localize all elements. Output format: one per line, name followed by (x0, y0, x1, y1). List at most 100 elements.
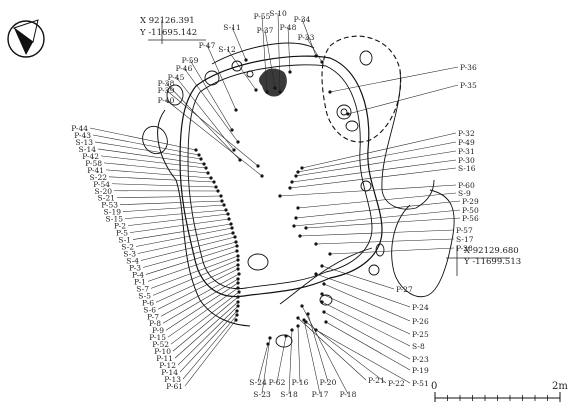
leader-line (231, 26, 247, 61)
label-p-41: P-41 (87, 166, 104, 175)
label-p-58: P-58 (85, 159, 102, 168)
label-p-11: P-11 (156, 354, 173, 363)
label-p-33: P-33 (298, 33, 315, 42)
leader-line (325, 321, 411, 371)
leader-line (179, 310, 238, 373)
leader-line (152, 259, 239, 296)
leader-line (301, 305, 349, 395)
label-s-1: S-1 (118, 236, 131, 245)
leader-line (295, 150, 457, 177)
leader-line (264, 29, 276, 89)
leader-line (315, 273, 411, 308)
leader-line (124, 209, 227, 219)
leader-line (297, 192, 457, 209)
outer-feature-line (211, 42, 315, 65)
leader-line (92, 134, 200, 156)
leader-line (321, 265, 395, 290)
label-p-48: P-48 (280, 23, 297, 32)
label-p-32: P-32 (458, 129, 475, 138)
label-p-4: P-4 (132, 270, 144, 279)
leader-line (172, 296, 239, 352)
leader-line (122, 204, 225, 212)
leader-line (174, 301, 239, 359)
label-p-3: P-3 (129, 263, 141, 272)
label-s-8: S-8 (412, 342, 425, 351)
label-p-54: P-54 (93, 180, 110, 189)
leader-line (299, 229, 455, 237)
leader-line (226, 48, 257, 91)
leader-line (165, 99, 263, 177)
label-s-4: S-4 (126, 256, 139, 265)
leader-line (257, 343, 269, 383)
leader-line (137, 232, 234, 254)
label-p-23: P-23 (412, 355, 429, 364)
coord-right-y: Y -11699.513 (463, 257, 521, 267)
label-p-5: P-5 (116, 229, 128, 238)
label-p-39: P-39 (158, 86, 175, 95)
leader-line (127, 213, 229, 226)
label-p-53: P-53 (101, 201, 118, 210)
coordinate-marker-right: X 92129.680 Y -11699.513 (446, 246, 521, 276)
leader-line (129, 218, 230, 233)
label-p-57: P-57 (456, 226, 473, 235)
label-s-21: S-21 (98, 194, 116, 203)
label-p-15: P-15 (149, 333, 166, 342)
label-p-40: P-40 (158, 96, 175, 105)
leader-line (182, 314, 238, 380)
leader-line (301, 18, 317, 57)
leader-line (261, 15, 268, 93)
leader-line (165, 89, 259, 167)
label-s-3: S-3 (123, 250, 136, 259)
leader-line (103, 162, 209, 174)
label-s-6: S-6 (143, 305, 156, 314)
label-p-21: P-21 (368, 376, 385, 385)
label-p-25: P-25 (412, 330, 429, 339)
leader-line (293, 209, 461, 227)
leader-line (321, 301, 411, 347)
leader-line (279, 184, 457, 197)
label-p-17: P-17 (312, 390, 329, 399)
leader-line (135, 227, 233, 247)
leader-line (111, 183, 217, 188)
leader-line (315, 238, 455, 245)
leader-line (329, 247, 455, 255)
label-p-22: P-22 (388, 379, 405, 388)
label-p-2: P-2 (114, 222, 126, 231)
label-p-46: P-46 (176, 64, 193, 73)
leader-line (167, 287, 239, 338)
label-p-55: P-55 (254, 12, 271, 21)
coord-right-x: X 92129.680 (464, 246, 519, 256)
label-p-47: P-47 (199, 41, 216, 50)
leader-line (89, 127, 197, 151)
north-arrow-icon (7, 19, 45, 58)
leader-line (289, 167, 457, 189)
shaded-feature (259, 68, 287, 97)
label-s-7: S-7 (136, 284, 149, 293)
leader-line (105, 169, 212, 179)
leader-line (119, 200, 223, 205)
label-s-16: S-16 (458, 164, 476, 173)
label-p-36: P-36 (460, 63, 477, 72)
leader-line (297, 141, 457, 173)
leader-line (288, 329, 293, 395)
label-p-26: P-26 (412, 317, 429, 326)
label-s-10: S-10 (269, 9, 287, 18)
interior-pits (142, 60, 333, 348)
leader-line (323, 311, 411, 360)
label-s-11: S-11 (223, 23, 241, 32)
label-p-12: P-12 (159, 361, 176, 370)
leader-line (329, 66, 459, 93)
label-p-18: P-18 (340, 390, 357, 399)
pit-outline-inner (187, 64, 373, 290)
label-s-13: S-13 (76, 138, 94, 147)
leader-line (97, 148, 205, 165)
label-p-1: P-1 (134, 277, 146, 286)
label-p-31: P-31 (458, 147, 475, 156)
label-p-50: P-50 (462, 206, 479, 215)
leader-line (303, 319, 321, 395)
leader-line (150, 255, 239, 289)
label-s-12: S-12 (218, 45, 236, 54)
label-p-38: P-38 (158, 79, 175, 88)
leader-line (287, 26, 291, 73)
